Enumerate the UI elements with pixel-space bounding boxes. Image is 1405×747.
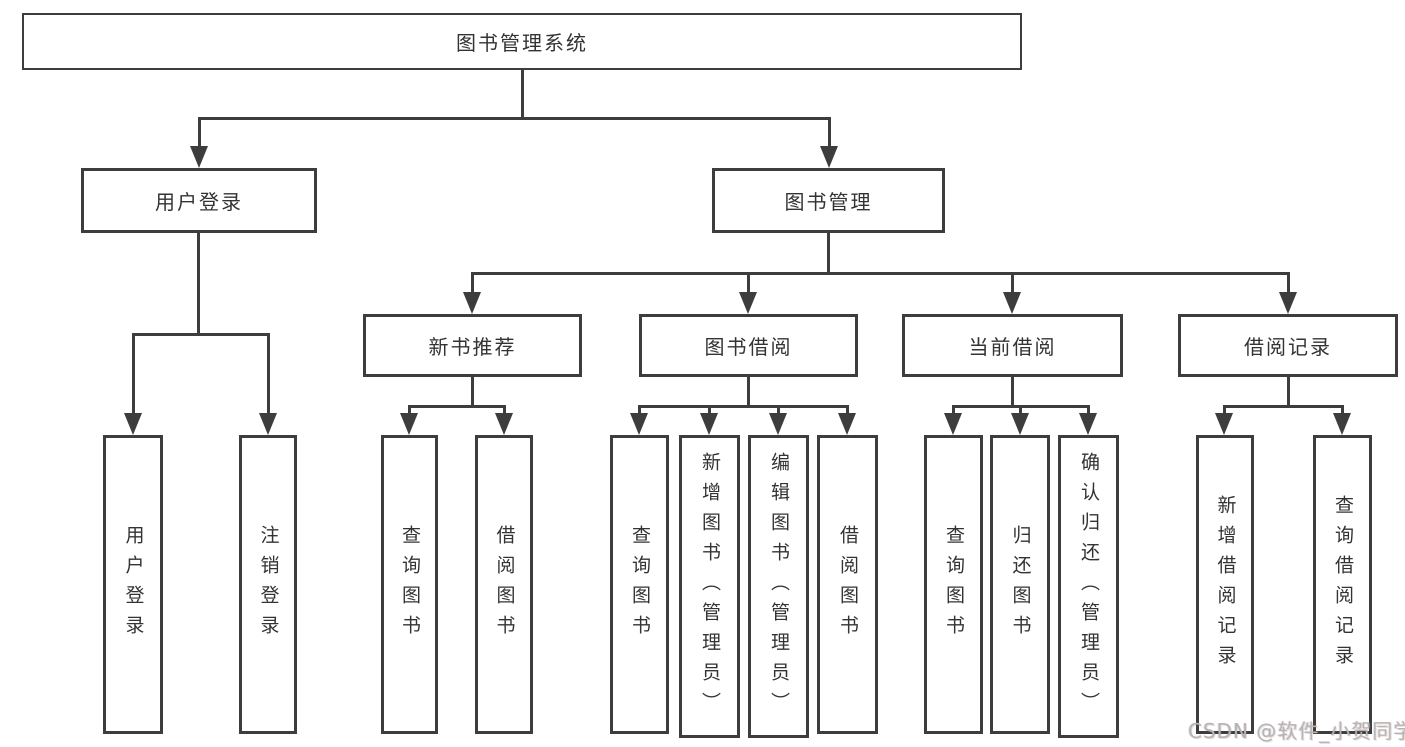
connector-line bbox=[638, 406, 641, 416]
leaf-user-login: 用户登录 bbox=[103, 435, 163, 734]
arrow-down-icon bbox=[124, 413, 142, 435]
connector-line bbox=[747, 377, 750, 408]
connector-line bbox=[1011, 377, 1014, 408]
connector-line bbox=[198, 117, 831, 120]
leaf-borrow-books-newbook-label: 借阅图书 bbox=[493, 524, 516, 645]
node-root-label: 图书管理系统 bbox=[456, 31, 588, 55]
arrow-down-icon bbox=[1011, 413, 1029, 435]
node-current-borrow-label: 当前借阅 bbox=[968, 335, 1057, 359]
connector-line bbox=[777, 406, 780, 416]
leaf-query-borrow-record-label: 查询借阅记录 bbox=[1332, 494, 1354, 675]
leaf-query-books-newbook: 查询图书 bbox=[381, 435, 438, 734]
leaf-add-book-admin-label: 新增图书（管理员） bbox=[699, 451, 721, 722]
connector-line bbox=[1223, 405, 1344, 408]
connector-line bbox=[471, 272, 1290, 275]
leaf-edit-book-admin-label: 编辑图书（管理员） bbox=[768, 451, 790, 722]
node-borrow-record: 借阅记录 bbox=[1178, 314, 1398, 377]
leaf-borrow-books-label: 借阅图书 bbox=[837, 524, 859, 645]
connector-line bbox=[1223, 406, 1226, 416]
arrow-down-icon bbox=[838, 413, 856, 435]
leaf-query-borrow-record: 查询借阅记录 bbox=[1313, 435, 1372, 734]
connector-line bbox=[747, 273, 750, 294]
connector-line bbox=[503, 406, 506, 416]
connector-line bbox=[197, 233, 200, 336]
node-root: 图书管理系统 bbox=[22, 13, 1022, 70]
leaf-user-login-label: 用户登录 bbox=[122, 524, 145, 645]
arrow-down-icon bbox=[1079, 413, 1097, 435]
connector-line bbox=[198, 118, 201, 148]
arrow-down-icon bbox=[1333, 413, 1351, 435]
arrow-down-icon bbox=[820, 146, 838, 168]
node-user-login-label: 用户登录 bbox=[155, 190, 243, 214]
connector-line bbox=[1287, 377, 1290, 408]
arrow-down-icon bbox=[739, 292, 757, 314]
arrow-down-icon bbox=[463, 292, 481, 314]
arrow-down-icon bbox=[1215, 413, 1233, 435]
leaf-borrow-books-newbook: 借阅图书 bbox=[475, 435, 533, 734]
connector-line bbox=[1287, 273, 1290, 294]
connector-line bbox=[1019, 406, 1022, 416]
arrow-down-icon bbox=[700, 413, 718, 435]
connector-line bbox=[132, 334, 135, 416]
arrow-down-icon bbox=[400, 413, 418, 435]
leaf-logout: 注销登录 bbox=[239, 435, 297, 734]
connector-line bbox=[708, 406, 711, 416]
leaf-query-books-borrow: 查询图书 bbox=[610, 435, 669, 734]
leaf-add-book-admin: 新增图书（管理员） bbox=[679, 435, 740, 738]
node-current-borrow: 当前借阅 bbox=[902, 314, 1123, 377]
connector-line bbox=[1341, 406, 1344, 416]
connector-line bbox=[827, 233, 830, 275]
connector-line bbox=[132, 333, 270, 336]
leaf-query-books-borrow-label: 查询图书 bbox=[629, 524, 651, 645]
node-book-mgmt-label: 图书管理 bbox=[784, 190, 873, 214]
arrow-down-icon bbox=[769, 413, 787, 435]
node-new-book-rec: 新书推荐 bbox=[363, 314, 582, 377]
arrow-down-icon bbox=[1003, 292, 1021, 314]
connector-line bbox=[638, 405, 849, 408]
connector-line bbox=[521, 70, 524, 119]
arrow-down-icon bbox=[190, 146, 208, 168]
arrow-down-icon bbox=[259, 413, 277, 435]
connector-line bbox=[1087, 406, 1090, 416]
leaf-return-book-label: 归还图书 bbox=[1009, 524, 1032, 645]
leaf-return-book: 归还图书 bbox=[990, 435, 1050, 734]
arrow-down-icon bbox=[630, 413, 648, 435]
leaf-query-books-newbook-label: 查询图书 bbox=[399, 524, 421, 645]
leaf-query-books-current: 查询图书 bbox=[924, 435, 983, 734]
leaf-confirm-return-admin-label: 确认归还（管理员） bbox=[1078, 451, 1100, 722]
leaf-confirm-return-admin: 确认归还（管理员） bbox=[1058, 435, 1119, 738]
connector-line bbox=[267, 334, 270, 416]
leaf-edit-book-admin: 编辑图书（管理员） bbox=[748, 435, 809, 738]
arrow-down-icon bbox=[495, 413, 513, 435]
node-book-borrow-label: 图书借阅 bbox=[704, 335, 793, 359]
connector-line bbox=[408, 406, 411, 416]
leaf-add-borrow-record: 新增借阅记录 bbox=[1196, 435, 1254, 734]
leaf-logout-label: 注销登录 bbox=[257, 524, 280, 645]
connector-line bbox=[952, 406, 955, 416]
node-user-login: 用户登录 bbox=[81, 168, 317, 233]
connector-line bbox=[828, 118, 831, 148]
arrow-down-icon bbox=[1279, 292, 1297, 314]
connector-line bbox=[471, 273, 474, 294]
connector-line bbox=[471, 377, 474, 408]
leaf-borrow-books: 借阅图书 bbox=[817, 435, 878, 734]
connector-line bbox=[408, 405, 506, 408]
csdn-watermark: CSDN @软件_小贺同学 bbox=[1188, 719, 1405, 743]
arrow-down-icon bbox=[944, 413, 962, 435]
node-borrow-record-label: 借阅记录 bbox=[1244, 335, 1332, 359]
leaf-add-borrow-record-label: 新增借阅记录 bbox=[1214, 494, 1237, 675]
node-book-mgmt: 图书管理 bbox=[712, 168, 945, 233]
node-book-borrow: 图书借阅 bbox=[639, 314, 858, 377]
connector-line bbox=[1011, 273, 1014, 294]
connector-line bbox=[846, 406, 849, 416]
node-new-book-rec-label: 新书推荐 bbox=[428, 335, 517, 359]
leaf-query-books-current-label: 查询图书 bbox=[943, 524, 965, 645]
